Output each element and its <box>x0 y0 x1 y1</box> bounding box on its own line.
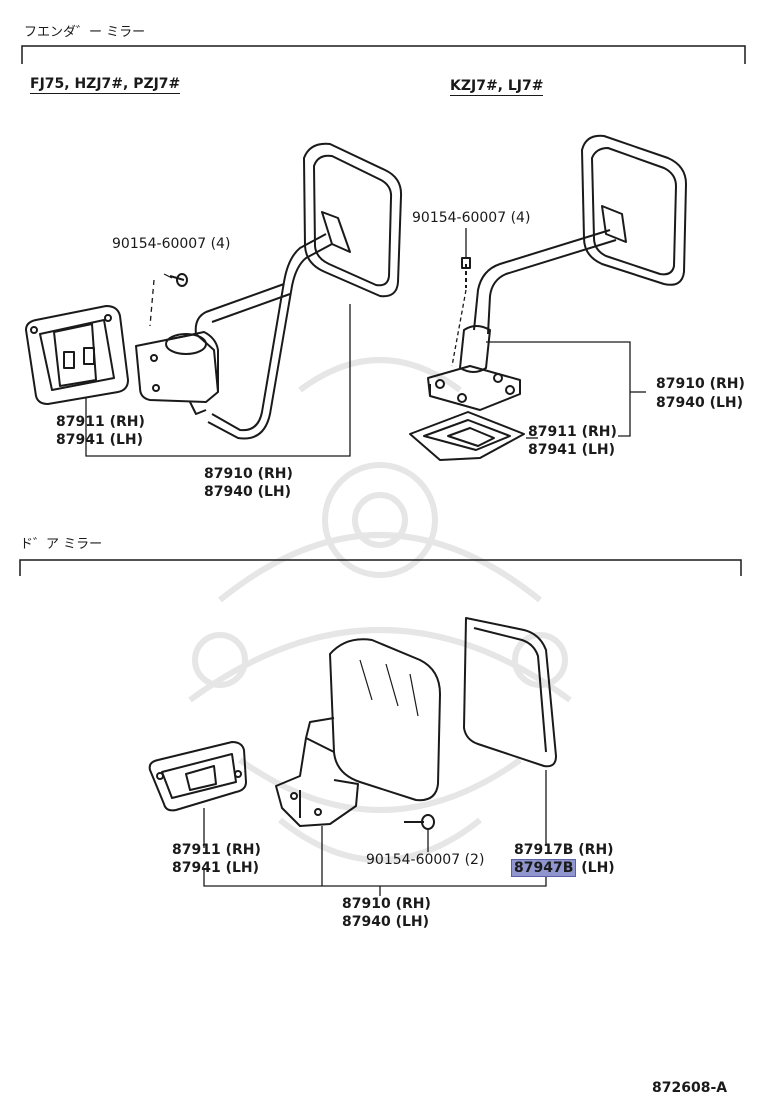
fender-left-pad-rh-label: 87911 (RH) <box>56 414 145 430</box>
door-pad-lh-label: 87941 (LH) <box>172 860 260 876</box>
fender-left-leaders <box>85 279 351 457</box>
fender-right-leaders <box>451 228 646 439</box>
door-glass-lh-label: 87947B (LH) <box>511 859 615 877</box>
door-mirror-assembly <box>148 617 557 830</box>
fender-right-mirror-lh-label: 87940 (LH) <box>656 395 744 411</box>
fender-right-mirror-rh-label: 87910 (RH) <box>656 376 745 392</box>
model-heading-right: KZJ7#, LJ7# <box>450 78 544 96</box>
door-section-bracket <box>19 559 742 576</box>
fender-left-pad-lh-label: 87941 (LH) <box>56 432 144 448</box>
door-glass-lh-code-highlighted[interactable]: 87947B <box>511 859 577 877</box>
watermark-emblem <box>188 357 572 863</box>
door-glass-rh-label: 87917B (RH) <box>514 842 614 858</box>
door-pad-rh-label: 87911 (RH) <box>172 842 261 858</box>
door-glass-rh-code[interactable]: 87917B <box>514 842 574 858</box>
door-glass-rh-side: (RH) <box>578 842 614 858</box>
fender-left-mirror-lh-label: 87940 (LH) <box>204 484 292 500</box>
fender-right-assembly <box>409 134 687 461</box>
door-mirror-lh-label: 87940 (LH) <box>342 914 430 930</box>
model-heading-left: FJ75, HZJ7#, PZJ7# <box>30 76 181 94</box>
fender-mirror-section-title: フエンダ゛ー ミラー <box>24 25 146 40</box>
door-mirror-rh-label: 87910 (RH) <box>342 896 431 912</box>
door-mirror-section-title: ド゛ア ミラー <box>20 537 103 552</box>
door-bolt-label: 90154-60007 (2) <box>366 852 485 868</box>
fender-left-mirror-rh-label: 87910 (RH) <box>204 466 293 482</box>
fender-right-pad-lh-label: 87941 (LH) <box>528 442 616 458</box>
fender-left-assembly <box>25 142 403 440</box>
fender-right-pad-rh-label: 87911 (RH) <box>528 424 617 440</box>
fender-left-bolt-label: 90154-60007 (4) <box>112 236 231 252</box>
door-glass-lh-side: (LH) <box>581 860 615 876</box>
fender-section-bracket <box>21 45 746 64</box>
fender-right-bolt-label: 90154-60007 (4) <box>412 210 531 226</box>
door-leaders <box>203 770 547 896</box>
figure-id: 872608-A <box>652 1080 728 1096</box>
